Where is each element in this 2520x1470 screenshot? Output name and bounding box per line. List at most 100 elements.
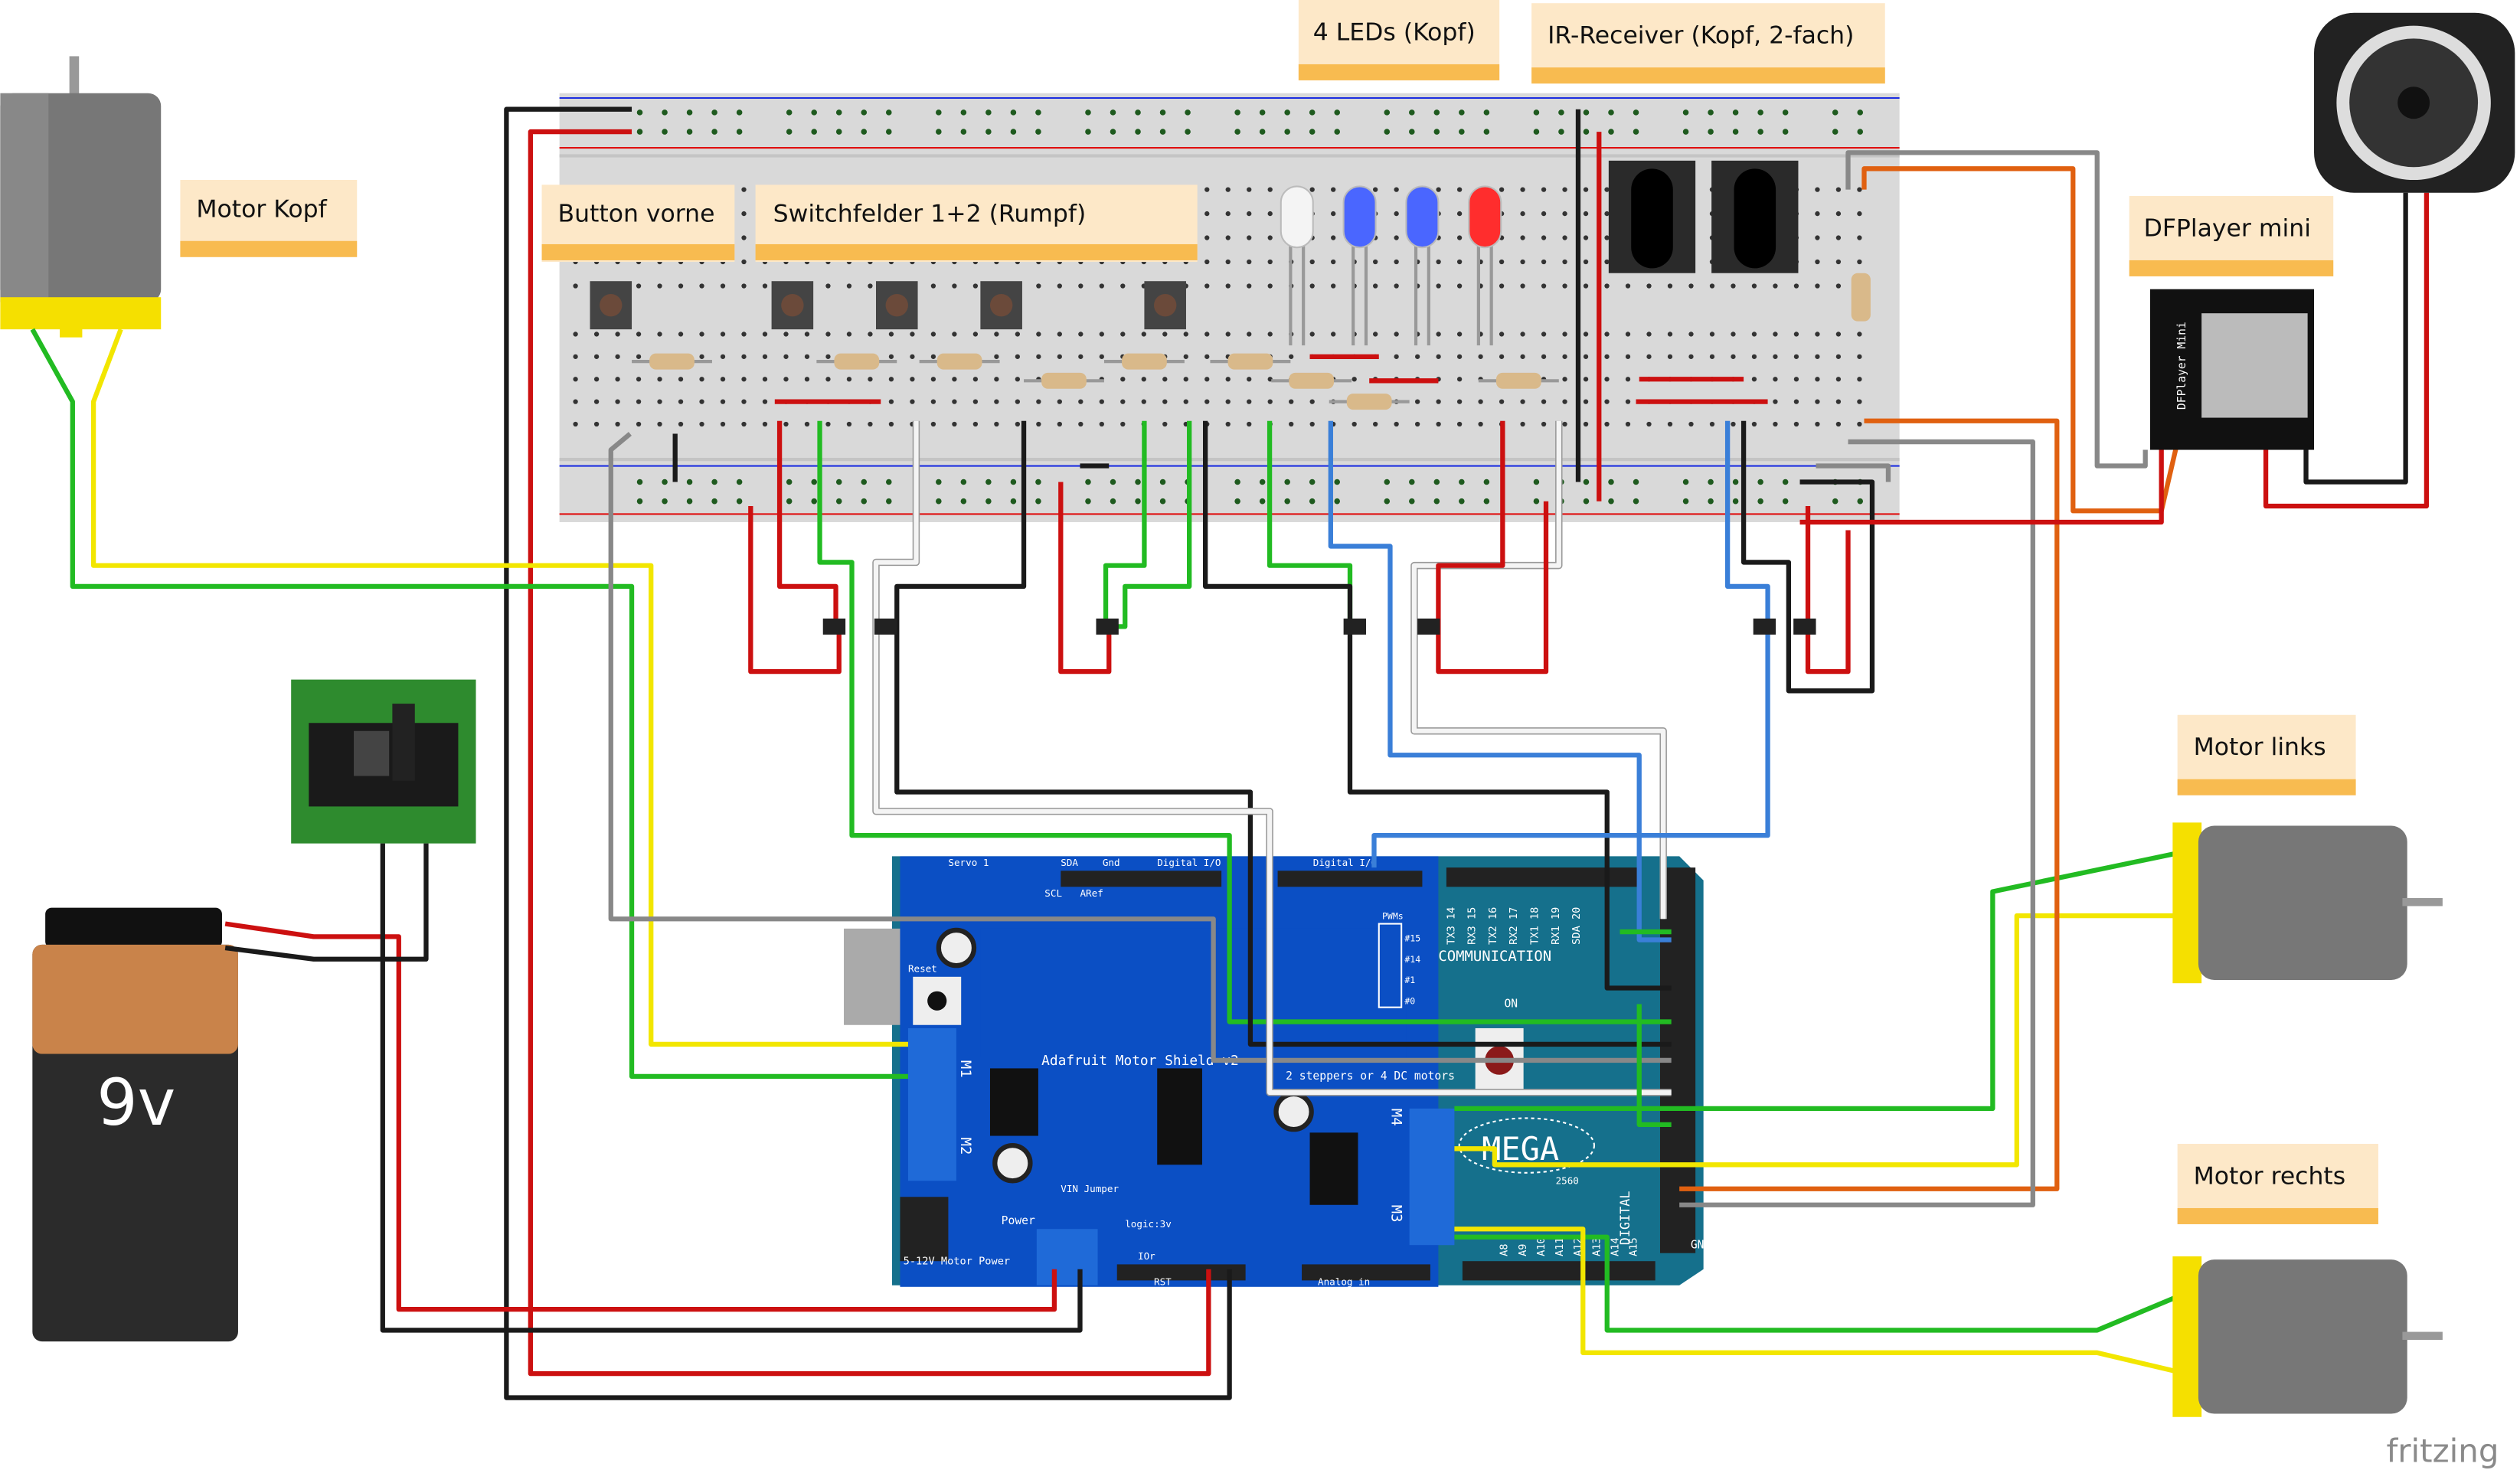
note-ir-receiver[interactable]: IR-Receiver (Kopf, 2-fach) xyxy=(1531,3,1885,84)
rail-hole xyxy=(1284,109,1290,116)
breadboard-hole xyxy=(1247,187,1252,192)
pushbutton-cap xyxy=(989,294,1013,317)
breadboard-hole xyxy=(1204,235,1210,240)
wire-blue[interactable] xyxy=(1371,420,1770,868)
dfplayer-mini[interactable]: DFPlayer Mini xyxy=(2149,289,2315,450)
breadboard-hole xyxy=(1225,399,1231,404)
wire-black[interactable] xyxy=(224,843,429,962)
wire-gray[interactable] xyxy=(1679,439,2035,1207)
resistor xyxy=(649,353,695,370)
analog-in-label: Analog in xyxy=(1318,1276,1370,1288)
breadboard-hole xyxy=(1688,332,1694,337)
breadboard-hole xyxy=(1036,332,1041,337)
wire-black[interactable] xyxy=(504,106,1232,1400)
breadboard-hole xyxy=(952,283,957,289)
wire-red[interactable] xyxy=(776,420,838,627)
rail-hole xyxy=(1682,479,1689,485)
rail-hole xyxy=(861,479,868,485)
note-motor-rechts[interactable]: Motor rechts xyxy=(2177,1144,2378,1224)
rail-hole xyxy=(1633,479,1639,485)
wire-gray[interactable] xyxy=(1845,150,2148,469)
shield-subtitle: 2 steppers or 4 DC motors xyxy=(1286,1070,1455,1083)
wire-green[interactable] xyxy=(1454,1234,2187,1333)
breadboard-hole xyxy=(1247,211,1252,217)
breadboard-hole xyxy=(1267,332,1273,337)
wire-yellow[interactable] xyxy=(1454,913,2186,1168)
rail-hole xyxy=(1459,129,1465,135)
breadboard-hole xyxy=(1247,235,1252,240)
rail-hole xyxy=(1757,479,1763,485)
wire-gray[interactable] xyxy=(608,432,1672,1063)
wire-yellow[interactable] xyxy=(90,328,908,1047)
breadboard-hole xyxy=(678,283,684,289)
note-text: IR-Receiver (Kopf, 2-fach) xyxy=(1548,22,1854,50)
breadboard-hole xyxy=(720,354,726,359)
note-button-vorne[interactable]: Button vorne xyxy=(541,185,735,263)
breadboard-hole xyxy=(1225,259,1231,265)
wire-black[interactable] xyxy=(380,843,1083,1333)
breadboard-hole xyxy=(1857,354,1862,359)
breadboard-hole xyxy=(1289,354,1294,359)
wire-black[interactable] xyxy=(1203,420,1672,991)
breadboard-hole xyxy=(657,421,662,427)
rail-hole xyxy=(1782,109,1789,116)
breadboard-hole xyxy=(1688,421,1694,427)
note-switchfelder[interactable]: Switchfelder 1+2 (Rumpf) xyxy=(755,185,1198,263)
breadboard-hole xyxy=(1120,399,1126,404)
wire-green[interactable] xyxy=(1454,849,2186,1112)
rail-hole xyxy=(1633,109,1639,116)
breadboard-hole xyxy=(804,377,810,382)
wire-red[interactable] xyxy=(1058,482,1112,675)
breadboard-hole xyxy=(1456,399,1463,404)
wire-orange[interactable] xyxy=(1679,418,2060,1191)
wire-green[interactable] xyxy=(817,420,1672,1024)
rail-hole xyxy=(1085,479,1091,485)
note-leds[interactable]: 4 LEDs (Kopf) xyxy=(1298,0,1500,80)
breadboard-hole xyxy=(1078,354,1084,359)
rail-hole xyxy=(1159,109,1166,116)
power-switch[interactable] xyxy=(291,679,476,844)
breadboard-hole xyxy=(1183,377,1188,382)
rail-hole xyxy=(1159,498,1166,505)
rail-hole xyxy=(1483,479,1490,485)
note-motor-links[interactable]: Motor links xyxy=(2177,714,2356,795)
wire-red[interactable] xyxy=(2263,192,2430,509)
breadboard-hole xyxy=(1541,187,1547,192)
rail-hole xyxy=(1558,129,1564,135)
breadboard-hole xyxy=(1541,211,1547,217)
wire-gray[interactable] xyxy=(1816,463,1891,482)
rail-hole xyxy=(886,109,892,116)
wire-white[interactable] xyxy=(873,420,1672,1096)
wire-red[interactable] xyxy=(1805,505,1851,675)
breadboard-hole xyxy=(699,377,704,382)
wire-green[interactable] xyxy=(1636,1004,1672,1128)
breadboard-hole xyxy=(1520,235,1525,240)
breadboard-hole xyxy=(1247,399,1252,404)
motor-links[interactable] xyxy=(2172,822,2443,984)
breadboard-hole xyxy=(1562,187,1567,192)
breadboard-hole xyxy=(1162,399,1168,404)
breadboard-hole xyxy=(1015,399,1021,404)
wire-white[interactable] xyxy=(1411,420,1666,920)
note-motor-kopf[interactable]: Motor Kopf xyxy=(180,180,358,257)
wire-blue[interactable] xyxy=(1328,420,1672,942)
wire-orange[interactable] xyxy=(1861,166,2180,514)
wire-red[interactable] xyxy=(748,505,842,675)
wire-black[interactable] xyxy=(894,420,1672,1047)
breadboard-hole xyxy=(1625,399,1631,404)
wire-green[interactable] xyxy=(30,328,908,1080)
motor-rechts[interactable] xyxy=(2172,1256,2443,1417)
wire-red[interactable] xyxy=(224,921,1057,1312)
rail-hole xyxy=(811,129,817,135)
wire-black[interactable] xyxy=(1740,420,1875,694)
wire-black[interactable] xyxy=(2303,192,2408,485)
wire-yellow[interactable] xyxy=(1454,1227,2186,1377)
wire-red[interactable] xyxy=(1799,442,2164,525)
breadboard-hole xyxy=(1414,354,1420,359)
motor-kopf[interactable] xyxy=(0,56,162,338)
breadboard-hole xyxy=(573,377,578,382)
rail-hole xyxy=(960,129,967,135)
breadboard-hole xyxy=(1456,211,1463,217)
wire-red[interactable] xyxy=(528,129,1211,1377)
note-dfplayer[interactable]: DFPlayer mini xyxy=(2129,196,2334,276)
